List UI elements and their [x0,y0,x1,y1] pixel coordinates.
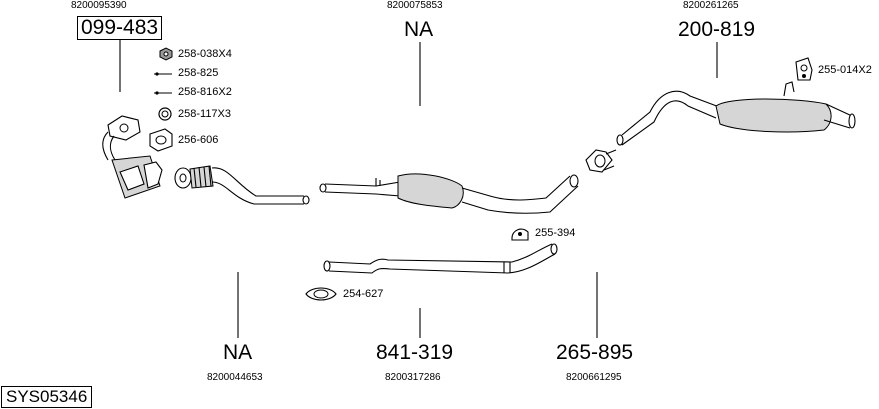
rear-pipe-part [323,243,558,274]
part-number-265-895[interactable]: 265-895 [556,341,634,364]
part-reference-number: 8200075853 [387,0,443,11]
hardware-label[interactable]: 258-117X3 [178,108,232,120]
pipe-clamp-icon [585,149,617,173]
hardware-label[interactable]: 255-394 [535,227,576,239]
centre-silencer-part [319,173,579,214]
part-number-na-top[interactable]: NA [404,18,434,41]
hardware-label[interactable]: 254-627 [343,288,384,300]
part-reference-number: 8200095390 [71,0,127,11]
part-reference-number: 8200317286 [385,372,441,383]
rubber-hanger-icon [795,57,813,81]
hardware-label[interactable]: 258-038X4 [178,48,232,60]
ring-gasket-icon [158,107,172,121]
hardware-label[interactable]: 256-606 [178,134,219,146]
flange-gasket-icon [149,128,173,152]
part-number-099-483[interactable]: 099-483 [77,16,163,40]
part-reference-number: 8200044653 [207,372,263,383]
part-number-200-819[interactable]: 200-819 [678,18,756,41]
hanger-255-394-icon [511,228,529,241]
bolt-icon [154,91,172,95]
catalytic-converter-part [102,115,163,199]
nut-icon [159,47,173,61]
part-number-na-bottom[interactable]: NA [223,341,253,364]
clamp-254-627-icon [305,287,337,301]
part-number-841-319[interactable]: 841-319 [376,341,454,364]
rear-silencer-part [616,81,856,146]
hardware-label[interactable]: 255-014X2 [818,64,872,76]
part-reference-number: 8200661295 [566,372,622,383]
hardware-label[interactable]: 258-825 [178,67,219,79]
part-reference-number: 8200261265 [683,0,739,11]
system-id-box: SYS05346 [1,386,93,408]
hardware-label[interactable]: 258-816X2 [178,86,232,98]
stud-icon [154,72,172,76]
front-pipe-part [174,165,310,205]
